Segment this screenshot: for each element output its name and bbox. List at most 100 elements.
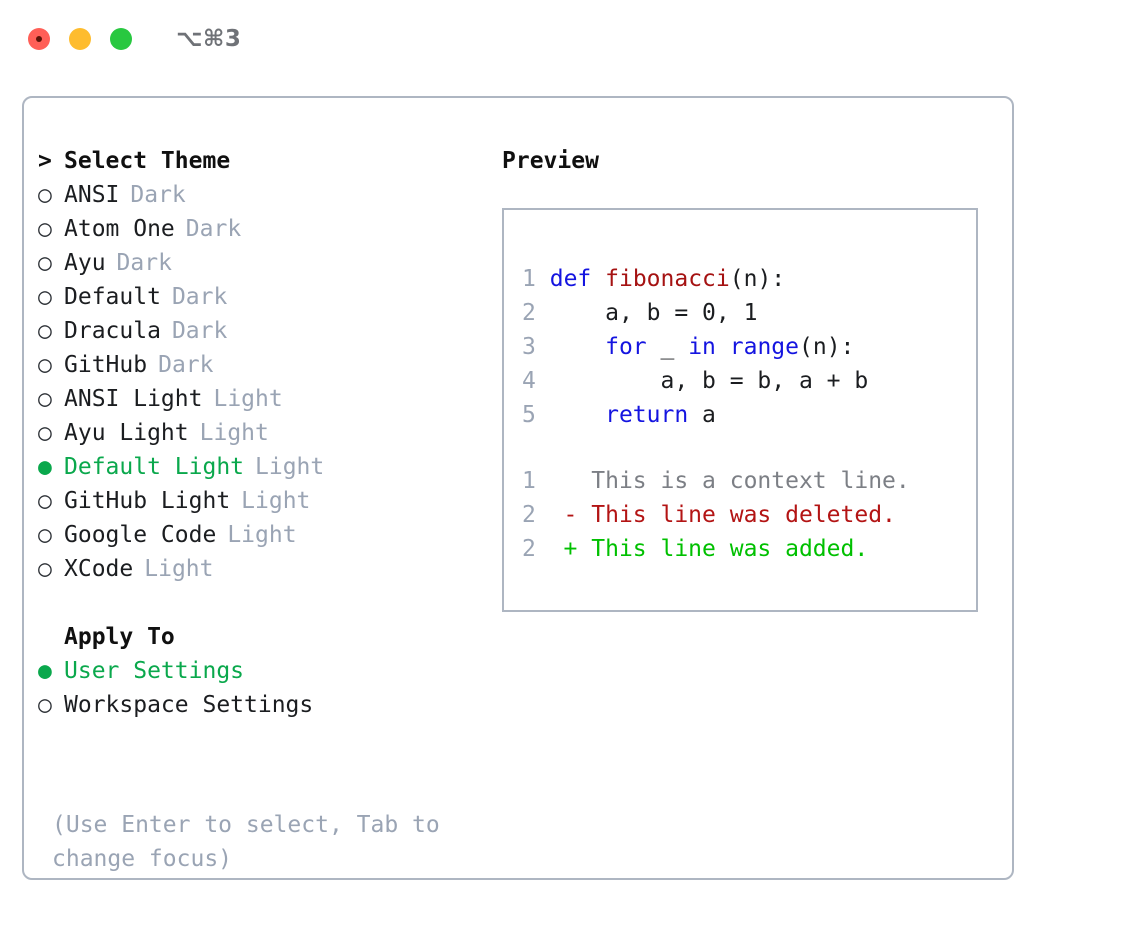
radio-unselected-icon[interactable]: ○	[38, 488, 52, 514]
theme-name-label: Ayu Light	[64, 420, 189, 446]
theme-variant-badge: Dark	[158, 352, 214, 378]
radio-unselected-icon[interactable]: ○	[38, 352, 52, 378]
radio-unselected-icon[interactable]: ○	[38, 182, 52, 208]
radio-selected-icon[interactable]: ●	[38, 658, 52, 684]
diff-line: 1 This is a context line.	[522, 464, 976, 498]
code-line: 3 for _ in range(n):	[522, 330, 976, 364]
line-number: 1	[522, 266, 536, 292]
select-theme-header: > Select Theme	[38, 144, 468, 178]
diff-sample: 1 This is a context line. 2 - This line w…	[522, 464, 976, 566]
theme-name-label: GitHub Light	[64, 488, 231, 514]
radio-unselected-icon[interactable]: ○	[38, 692, 52, 718]
radio-unselected-icon[interactable]: ○	[38, 556, 52, 582]
code-line: 1 def fibonacci(n):	[522, 262, 976, 296]
theme-name-label: Google Code	[64, 522, 217, 548]
keyboard-hint-text: (Use Enter to select, Tab to change focu…	[52, 812, 440, 872]
radio-unselected-icon[interactable]: ○	[38, 420, 52, 446]
diff-line-content: + This line was added.	[535, 536, 869, 562]
radio-unselected-icon[interactable]: ○	[38, 250, 52, 276]
code-token: a, b = b, a + b	[549, 368, 869, 394]
theme-variant-badge: Light	[199, 420, 269, 446]
code-token: def	[549, 266, 592, 292]
spacer-icon: ○	[38, 620, 64, 654]
theme-variant-badge: Light	[241, 488, 311, 514]
theme-list-item[interactable]: ○ Dracula Dark	[38, 314, 468, 348]
diff-line-number: 1	[522, 468, 536, 494]
title-bar: ⌥⌘3	[0, 0, 1140, 78]
zoom-button[interactable]	[110, 28, 132, 50]
theme-name-label: ANSI Light	[64, 386, 203, 412]
code-line: 4 a, b = b, a + b	[522, 364, 976, 398]
theme-name-label: Atom One	[64, 216, 175, 242]
code-token: a	[688, 402, 716, 428]
theme-name-label: Default	[64, 284, 161, 310]
code-token	[550, 402, 605, 428]
close-button[interactable]	[28, 28, 50, 50]
preview-title: Preview	[502, 148, 599, 174]
theme-name-label: Ayu	[64, 250, 106, 276]
theme-name-label: Dracula	[64, 318, 161, 344]
theme-list-item[interactable]: ○ Ayu Light Light	[38, 416, 468, 450]
apply-to-title: Apply To	[64, 624, 175, 650]
theme-list-item[interactable]: ○ Google Code Light	[38, 518, 468, 552]
prompt-caret-icon: >	[38, 148, 52, 174]
code-token: for	[605, 334, 647, 360]
theme-variant-badge: Light	[144, 556, 214, 582]
code-token: _	[646, 334, 689, 360]
apply-to-header: ○ Apply To	[38, 620, 468, 654]
minimize-button[interactable]	[69, 28, 91, 50]
apply-to-item[interactable]: ○ Workspace Settings	[38, 688, 468, 722]
code-line: 2 a, b = 0, 1	[522, 296, 976, 330]
theme-variant-badge: Light	[227, 522, 297, 548]
radio-unselected-icon[interactable]: ○	[38, 284, 52, 310]
theme-variant-badge: Dark	[171, 318, 228, 344]
theme-variant-badge: Dark	[171, 284, 228, 310]
apply-to-label: Workspace Settings	[64, 692, 314, 718]
select-theme-title: Select Theme	[64, 148, 231, 174]
apply-to-item[interactable]: ●User Settings	[38, 654, 468, 688]
code-token: (n):	[729, 266, 786, 292]
theme-name-label: GitHub	[64, 352, 148, 378]
theme-variant-badge: Dark	[130, 182, 186, 208]
code-token: return	[605, 402, 689, 428]
radio-unselected-icon[interactable]: ○	[38, 522, 52, 548]
diff-line: 2 + This line was added.	[522, 532, 976, 566]
code-token: fibonacci	[605, 266, 730, 292]
diff-line-content: - This line was deleted.	[535, 502, 896, 528]
theme-list-item[interactable]: ○ Default Dark	[38, 280, 468, 314]
theme-name-label: XCode	[64, 556, 134, 582]
line-number: 2	[522, 300, 536, 326]
preview-column: Preview 1 def fibonacci(n):2 a, b = 0, 1…	[502, 144, 1002, 612]
theme-list-item[interactable]: ● Default Light Light	[38, 450, 468, 484]
radio-unselected-icon[interactable]: ○	[38, 386, 52, 412]
theme-list-item[interactable]: ○ XCode Light	[38, 552, 468, 586]
radio-unselected-icon[interactable]: ○	[38, 318, 52, 344]
line-number: 4	[522, 368, 536, 394]
radio-selected-icon[interactable]: ●	[38, 454, 52, 480]
theme-variant-badge: Light	[255, 454, 325, 480]
code-token: in	[688, 334, 716, 360]
line-number: 3	[522, 334, 536, 360]
diff-line-number: 2	[522, 502, 536, 528]
code-token	[591, 266, 605, 292]
code-token: (n):	[799, 334, 855, 360]
line-number: 5	[522, 402, 536, 428]
diff-line-content: This is a context line.	[535, 468, 910, 494]
theme-name-label: Default Light	[64, 454, 245, 480]
theme-list-item[interactable]: ○ GitHub Light Light	[38, 484, 468, 518]
window-controls	[28, 28, 132, 50]
code-diff-separator	[522, 432, 976, 464]
radio-unselected-icon[interactable]: ○	[38, 216, 52, 242]
code-token	[716, 334, 730, 360]
code-token: range	[729, 334, 800, 360]
theme-list-item[interactable]: ○ GitHub Dark	[38, 348, 468, 382]
code-token: a, b = 0, 1	[549, 300, 758, 326]
